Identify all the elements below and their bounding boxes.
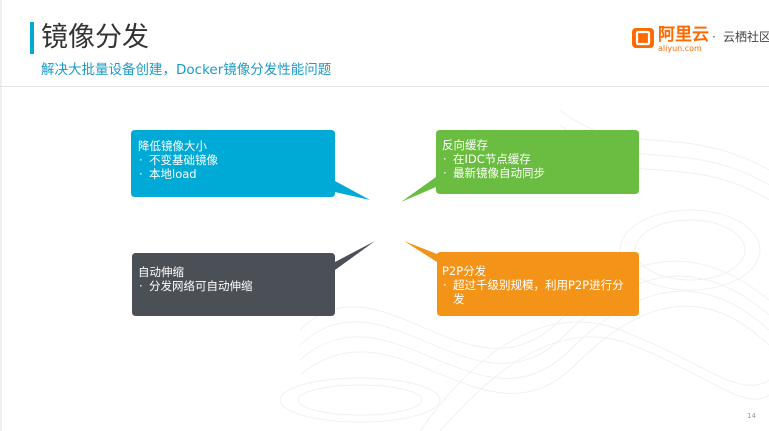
callout-3-item: 分发网络可自动伸缩	[138, 279, 328, 293]
callout-2-heading: 反向缓存	[442, 138, 488, 152]
callout-2-item: 最新镜像自动同步	[442, 166, 632, 180]
logo-domain: aliyun.com	[658, 44, 702, 53]
callout-4-item: 超过千级别规模，利用P2P进行分发	[442, 278, 634, 306]
slide-subtitle: 解决大批量设备创建，Docker镜像分发性能问题	[41, 62, 332, 78]
callout-2-item: 在IDC节点缓存	[442, 152, 632, 166]
header-divider	[0, 86, 769, 87]
aliyun-logo-icon	[632, 28, 654, 48]
callout-2: 反向缓存 在IDC节点缓存 最新镜像自动同步	[442, 138, 632, 180]
callout-1: 降低镜像大小 不变基础镜像 本地load	[138, 139, 328, 181]
callout-1-item: 本地load	[138, 167, 328, 181]
callout-3: 自动伸缩 分发网络可自动伸缩	[138, 265, 328, 293]
callout-3-heading: 自动伸缩	[138, 265, 184, 279]
page-number: 14	[747, 412, 756, 420]
callout-1-heading: 降低镜像大小	[138, 139, 207, 153]
slide-title: 镜像分发	[41, 22, 149, 53]
callout-4-heading: P2P分发	[442, 264, 487, 278]
callout-4: P2P分发 超过千级别规模，利用P2P进行分发	[442, 264, 634, 306]
logo-name: 阿里云	[658, 25, 709, 45]
slide-left-edge	[0, 0, 2, 431]
logo-community: 云栖社区	[723, 30, 769, 44]
title-accent-bar	[30, 22, 34, 54]
callout-1-item: 不变基础镜像	[138, 153, 328, 167]
logo-separator: ·	[712, 30, 716, 44]
